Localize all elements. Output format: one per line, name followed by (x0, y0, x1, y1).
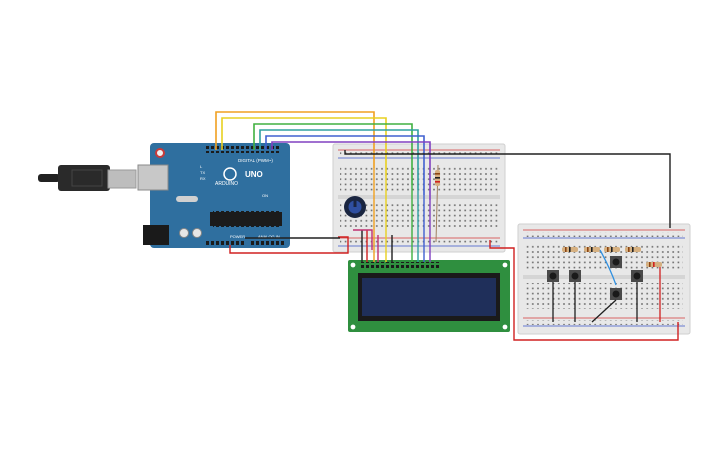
power-label: POWER (230, 234, 245, 239)
capacitor (192, 228, 202, 238)
potentiometer[interactable] (344, 196, 366, 218)
arduino-logo-icon (223, 167, 237, 181)
resistor[interactable] (562, 247, 578, 252)
lcd-16x2[interactable] (348, 260, 510, 332)
push-button[interactable] (547, 270, 559, 282)
resistor[interactable] (584, 247, 600, 252)
crystal (176, 196, 198, 202)
push-button[interactable] (631, 270, 643, 282)
breadboard-main[interactable] (332, 143, 506, 253)
l-label: L (200, 164, 203, 169)
resistor-row[interactable] (562, 247, 662, 267)
push-button[interactable] (610, 288, 622, 300)
usb-port (137, 164, 169, 191)
arduino-uno-board[interactable]: DIGITAL (PWM~) UNO ARDUINO TX RX L ON PO… (137, 143, 290, 248)
mount-hole (350, 324, 356, 330)
model-label: UNO (245, 170, 263, 179)
digital-header[interactable] (205, 146, 281, 153)
analog-header[interactable] (250, 241, 284, 247)
push-buttons[interactable] (547, 256, 643, 300)
brand-label: ARDUINO (215, 181, 238, 187)
lcd-pin-header[interactable] (360, 262, 440, 268)
resistor[interactable] (646, 262, 662, 267)
usb-cable[interactable] (38, 165, 137, 191)
digital-label: DIGITAL (PWM~) (238, 158, 273, 163)
push-button[interactable] (610, 256, 622, 268)
resistor[interactable] (604, 247, 620, 252)
reset-button[interactable] (155, 148, 165, 158)
resistor[interactable] (435, 164, 440, 243)
capacitor (179, 228, 189, 238)
power-header[interactable] (205, 241, 245, 247)
breadboard-buttons[interactable] (517, 223, 691, 335)
tx-label: TX (200, 170, 205, 175)
power-jack (143, 225, 169, 245)
mount-hole (350, 262, 356, 268)
button-wires[interactable] (552, 249, 661, 323)
on-label: ON (262, 193, 268, 198)
power-wires[interactable] (229, 150, 679, 341)
mount-hole (502, 324, 508, 330)
lcd-wires[interactable] (361, 168, 431, 262)
rx-label: RX (200, 176, 206, 181)
atmega-chip (210, 212, 282, 226)
mount-hole (502, 262, 508, 268)
resistor[interactable] (625, 247, 641, 252)
lcd-screen (362, 278, 496, 316)
analog-label: ANALOG IN (258, 234, 280, 239)
push-button[interactable] (569, 270, 581, 282)
